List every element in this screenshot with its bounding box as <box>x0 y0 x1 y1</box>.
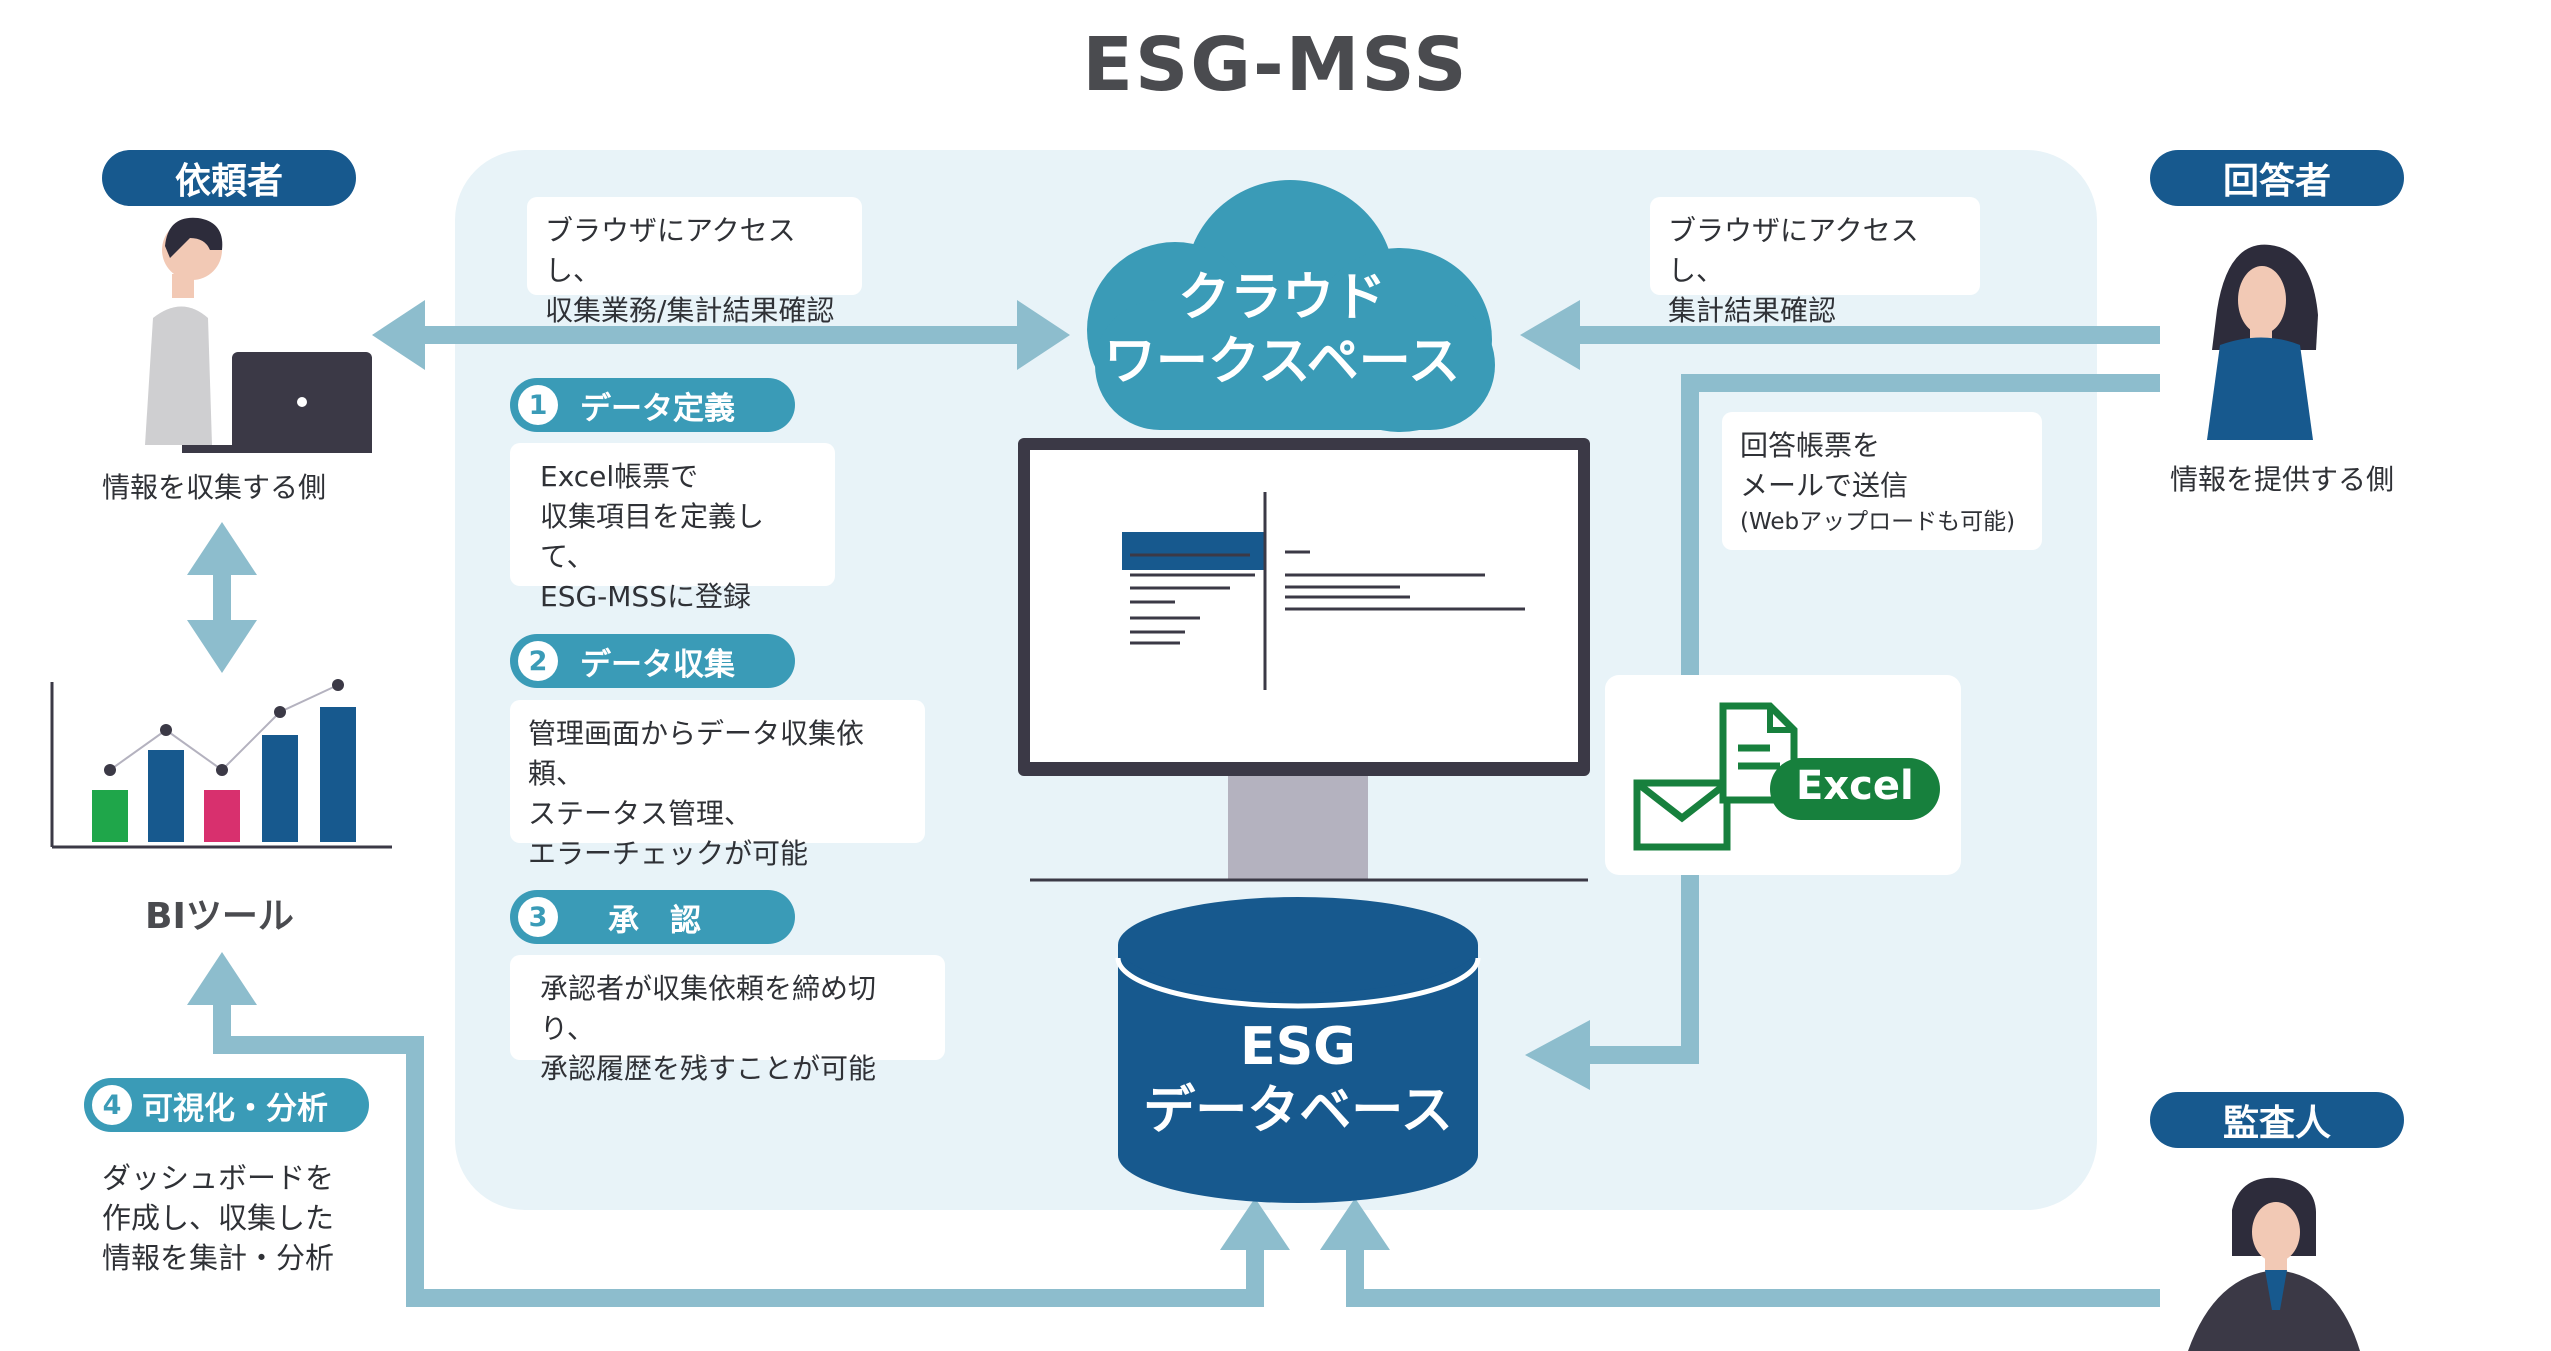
step-1-line-1: Excel帳票で <box>540 460 699 493</box>
step-2-line-1: 管理画面からデータ収集依頼、 <box>528 717 865 790</box>
left-access-card: ブラウザにアクセスし、 収集業務/集計結果確認 <box>527 197 862 327</box>
step-1-line-3: ESG-MSSに登録 <box>540 580 751 613</box>
step-1-title: データ定義 <box>580 390 735 427</box>
left-access-line-1: ブラウザにアクセスし、 <box>545 214 796 287</box>
step-2-title: データ収集 <box>580 646 735 683</box>
step-3-line-2: 承認履歴を残すことが可能 <box>540 1052 877 1085</box>
database-icon <box>1115 897 1481 1203</box>
excel-badge <box>1770 758 1940 820</box>
arrowhead <box>1220 1198 1290 1250</box>
right-access-card: ブラウザにアクセスし、 集計結果確認 <box>1650 197 1980 327</box>
arrowhead <box>1320 1198 1390 1250</box>
arrow-db-bi <box>213 1005 1264 1307</box>
step-4-header: 4 可視化・分析 <box>84 1078 369 1132</box>
monitor-icon <box>1018 438 1590 882</box>
arrowhead <box>187 952 257 1005</box>
diagram-title: ESG-MSS <box>1082 22 1469 108</box>
requester-badge: 依頼者 <box>102 150 356 206</box>
step-1-line-2: 収集項目を定義して、 <box>540 500 765 573</box>
step-3-card: 承認者が収集依頼を締め切り、 承認履歴を残すことが可能 <box>510 955 945 1085</box>
step-4-number: 4 <box>92 1085 132 1125</box>
bi-chart-icon <box>50 679 392 849</box>
respondent-badge: 回答者 <box>2150 150 2404 206</box>
right-access-line-1: ブラウザにアクセスし、 <box>1668 214 1919 287</box>
woman-respondent-icon <box>2207 244 2318 440</box>
cloud-line-2: ワークスペース <box>1103 332 1461 392</box>
step-2-card: 管理画面からデータ収集依頼、 ステータス管理、 エラーチェックが可能 <box>510 700 925 870</box>
arrowhead <box>187 620 257 673</box>
arrowhead <box>372 300 425 370</box>
step-3-number: 3 <box>518 897 558 937</box>
requester-caption: 情報を収集する側 <box>102 471 327 504</box>
step-2-header: 2 データ収集 <box>510 634 795 688</box>
step-1-card: Excel帳票で 収集項目を定義して、 ESG-MSSに登録 <box>510 443 835 613</box>
arrow-auditor-db <box>1346 1240 2160 1307</box>
analysis-line-1: ダッシュボードを <box>102 1161 335 1195</box>
auditor-badge: 監査人 <box>2150 1092 2404 1148</box>
bi-tool-label: BIツール <box>145 896 294 937</box>
left-access-line-2: 収集業務/集計結果確認 <box>545 294 835 327</box>
cloud-workspace-label: クラウド ワークスペース <box>1072 266 1492 394</box>
reply-card: 回答帳票を メールで送信 (Webアップロードも可能) <box>1722 412 2042 550</box>
step-1-number: 1 <box>518 385 558 425</box>
arrow-heads <box>187 300 1590 1250</box>
analysis-line-2: 作成し、収集した <box>102 1201 335 1235</box>
reply-line-3: (Webアップロードも可能) <box>1740 509 2016 535</box>
reply-line-1: 回答帳票を <box>1740 429 1881 462</box>
step-2-line-2: ステータス管理、 <box>528 797 753 830</box>
cloud-line-1: クラウド <box>1177 268 1386 328</box>
user-laptop-icon <box>145 217 372 453</box>
respondent-caption: 情報を提供する側 <box>2170 463 2395 496</box>
step-3-line-1: 承認者が収集依頼を締め切り、 <box>540 972 877 1045</box>
arrowhead <box>1525 1020 1590 1090</box>
database-line-1: ESG <box>1240 1017 1356 1077</box>
step-4-title: 可視化・分析 <box>142 1090 328 1127</box>
cloud-icon <box>1087 180 1495 432</box>
reply-line-2: メールで送信 <box>1740 469 1909 502</box>
step-3-title: 承 認 <box>608 902 701 939</box>
right-access-line-2: 集計結果確認 <box>1668 294 1837 327</box>
arrowhead <box>187 522 257 575</box>
step-2-line-3: エラーチェックが可能 <box>528 837 809 870</box>
analysis-description: ダッシュボードを 作成し、収集した 情報を集計・分析 <box>102 1158 334 1278</box>
excel-label: Excel <box>1796 763 1914 809</box>
step-1-header: 1 データ定義 <box>510 378 795 432</box>
analysis-line-3: 情報を集計・分析 <box>102 1241 335 1275</box>
database-line-2: データベース <box>1143 1081 1453 1141</box>
step-3-header: 3 承 認 <box>510 890 795 944</box>
esg-database-label: ESG データベース <box>1108 1015 1488 1143</box>
mail-icon <box>1633 779 1731 851</box>
arrowhead <box>1520 300 1580 370</box>
auditor-icon <box>2188 1177 2360 1351</box>
arrowhead <box>1017 300 1070 370</box>
step-2-number: 2 <box>518 641 558 681</box>
